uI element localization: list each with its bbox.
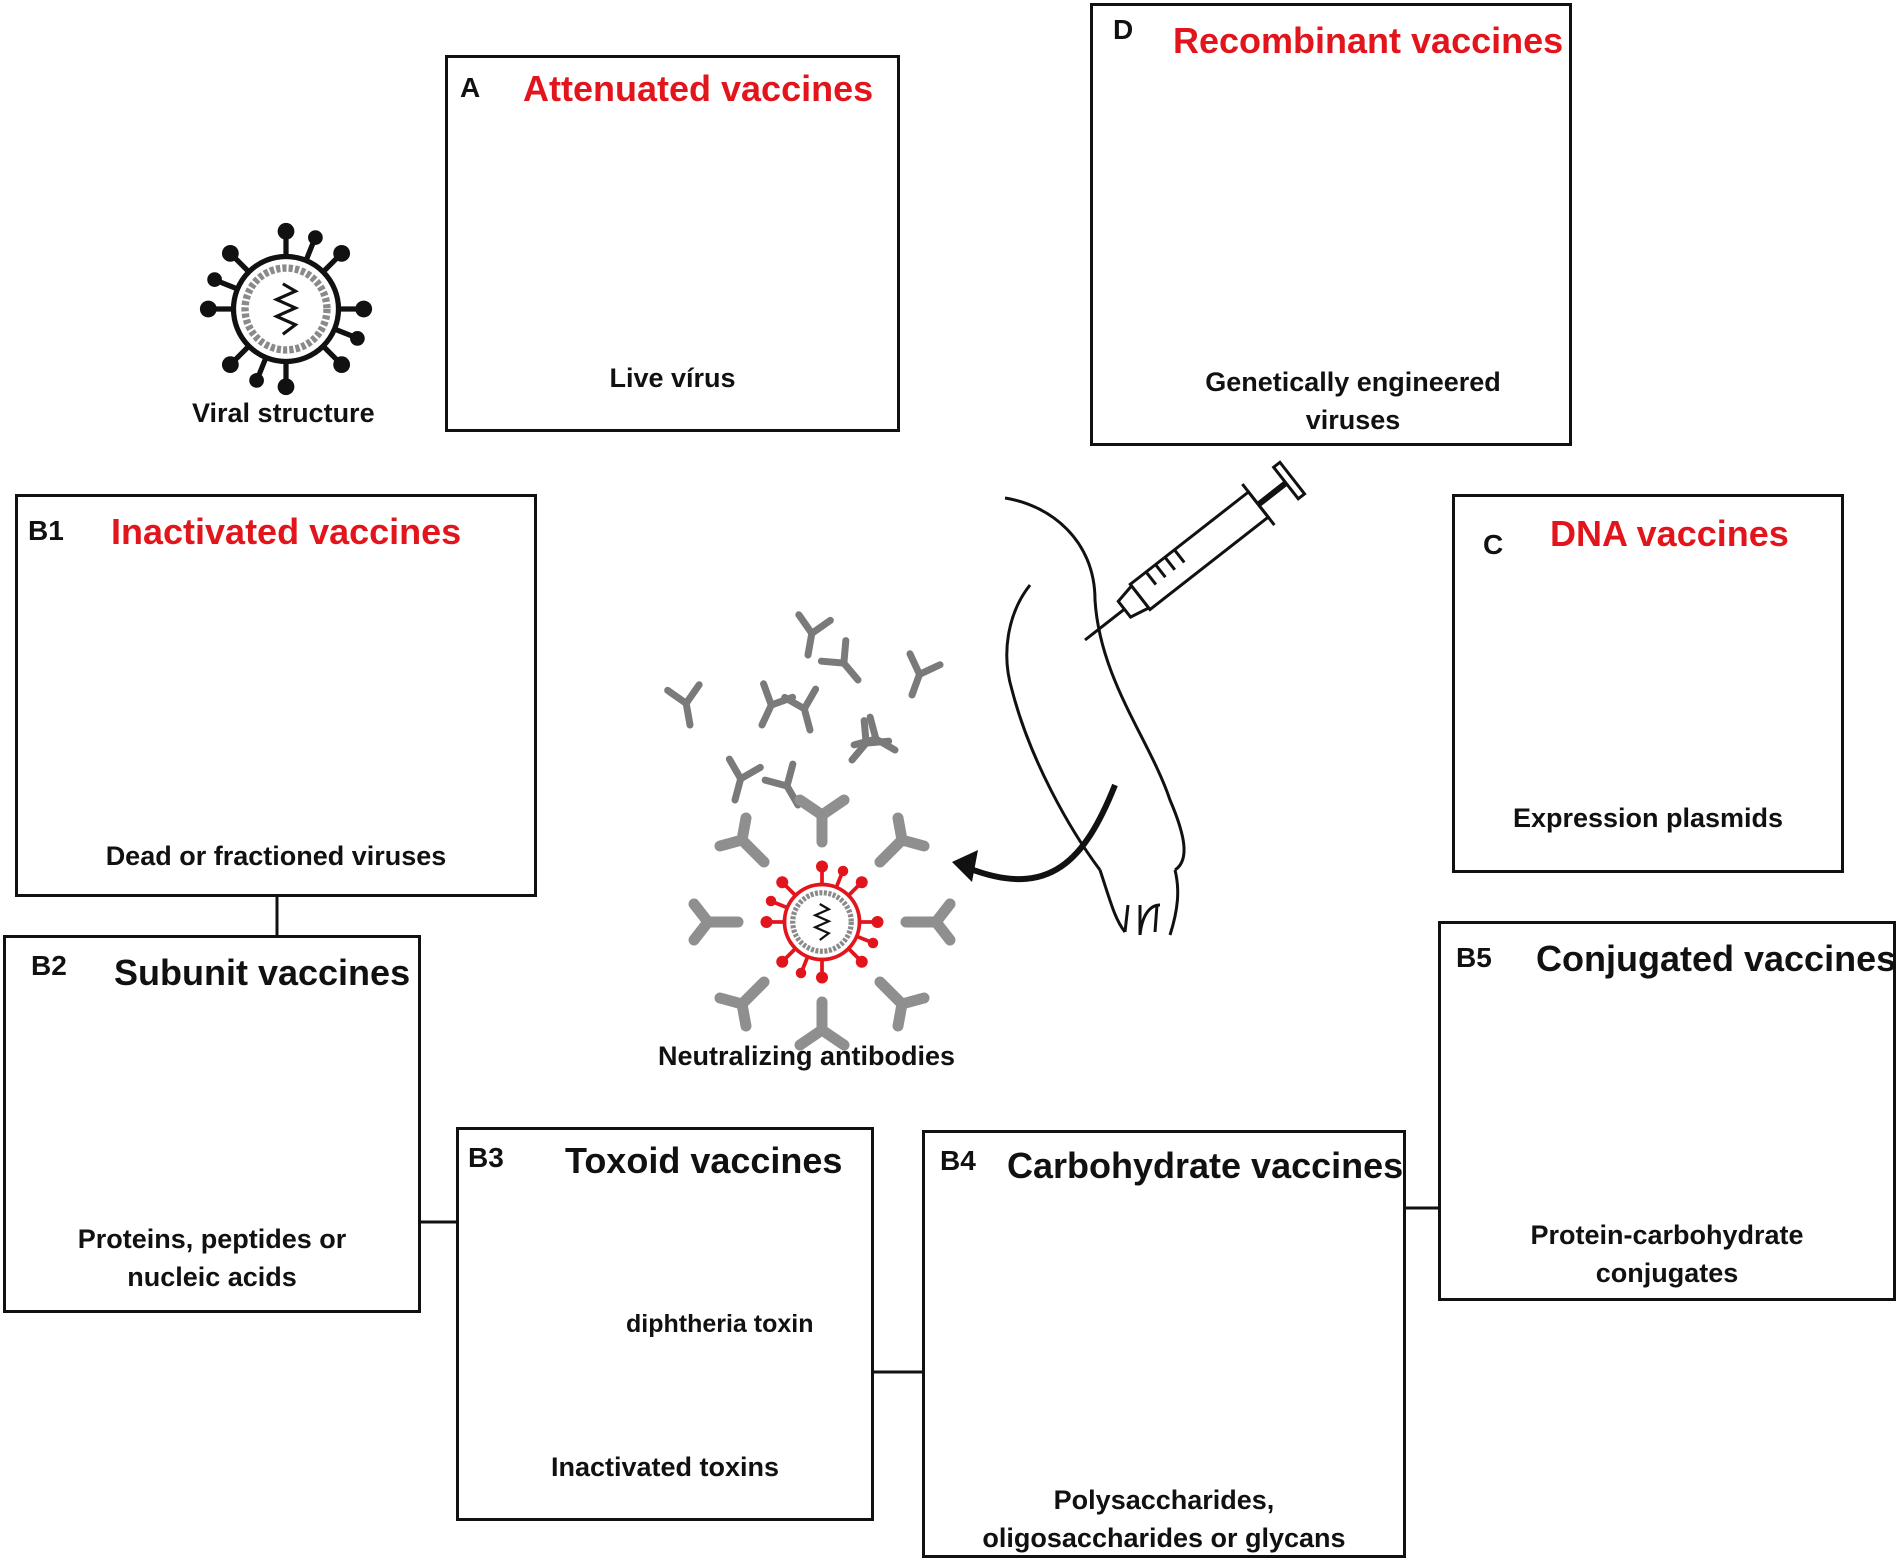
caption-line: nucleic acids [127, 1262, 297, 1292]
arrowhead-icon [952, 850, 978, 882]
panel-title: Subunit vaccines [114, 952, 411, 993]
panel-letter: B5 [1456, 942, 1492, 973]
panel-title: Carbohydrate vaccines [1007, 1145, 1404, 1186]
panel-letter: B3 [468, 1142, 504, 1173]
panel-conjugated-vaccines: B5 Conjugated vaccines Protein-carbohydr… [1438, 921, 1896, 1301]
panel-caption: Polysaccharides, oligosaccharides or gly… [925, 1481, 1403, 1557]
panel-caption: Dead or fractioned viruses [105, 841, 447, 871]
caption-line: Polysaccharides, [1053, 1485, 1275, 1515]
arm-icon [1004, 496, 1186, 936]
caption-line: Genetically engineered [1205, 367, 1501, 397]
panel-letter: B1 [28, 515, 64, 546]
panel-letter: B2 [31, 950, 67, 981]
panel-caption: Inactivated toxins [550, 1452, 780, 1482]
neutralizing-antibodies-label: Neutralizing antibodies [658, 1041, 956, 1071]
viral-structure-icon [200, 223, 372, 395]
panel-caption: Protein-carbohydrate conjugates [1441, 1216, 1893, 1292]
panel-caption: Live vírus [609, 363, 736, 393]
arrow-icon [966, 783, 1118, 882]
panel-dna-vaccines: C DNA vaccines Expression plasmids [1452, 494, 1844, 873]
connector-lines [275, 897, 1440, 1374]
panel-letter: A [460, 72, 481, 103]
caption-line: viruses [1305, 405, 1401, 435]
panel-recombinant-vaccines: D Recombinant vaccines Genetically engin… [1090, 3, 1572, 446]
caption-line: oligosaccharides or glycans [982, 1523, 1346, 1553]
panel-caption: Expression plasmids [1512, 803, 1784, 833]
panel-toxoid-vaccines: B3 Toxoid vaccines diphtheria toxin Inac… [456, 1127, 874, 1521]
panel-subunit-vaccines: B2 Subunit vaccines Proteins, peptides o… [3, 935, 421, 1313]
panel-title: Recombinant vaccines [1173, 20, 1564, 61]
panel-caption: Genetically engineered viruses [1153, 363, 1553, 439]
panel-attenuated-vaccines: A Attenuated vaccines Live vírus [445, 55, 900, 432]
panel-title: Attenuated vaccines [523, 68, 874, 109]
caption-line: Proteins, peptides or [77, 1224, 347, 1254]
panel-title: Inactivated vaccines [111, 511, 462, 552]
panel-letter: D [1113, 14, 1134, 45]
panel-title: DNA vaccines [1550, 513, 1789, 554]
viral-structure-label: Viral structure [192, 398, 375, 428]
panel-caption: Proteins, peptides or nucleic acids [6, 1220, 418, 1296]
caption-line: Protein-carbohydrate [1530, 1220, 1804, 1250]
panel-title: Toxoid vaccines [565, 1140, 843, 1181]
neutralized-virus-icon [688, 794, 956, 1051]
panel-letter: C [1483, 529, 1504, 560]
antibody-icons [668, 615, 940, 813]
diphtheria-toxin-label: diphtheria toxin [626, 1310, 814, 1338]
syringe-icon [1084, 460, 1307, 642]
caption-line: conjugates [1595, 1258, 1739, 1288]
panel-carbohydrate-vaccines: B4 Carbohydrate vaccines Polysaccharides… [922, 1130, 1406, 1558]
panel-letter: B4 [940, 1145, 976, 1176]
panel-title: Conjugated vaccines [1536, 938, 1897, 979]
panel-inactivated-vaccines: B1 Inactivated vaccines Dead or fraction… [15, 494, 537, 897]
